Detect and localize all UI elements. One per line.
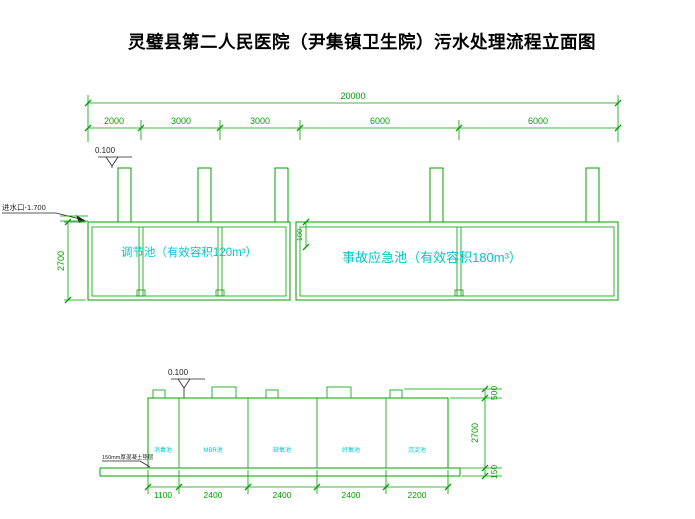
emergency-tank-label: 事故应急池（有效容积180m³） [342,250,522,265]
roof-riser [197,167,212,223]
segment-dimension: 3000 [250,116,270,126]
freeboard-dimension-value: 100 [295,229,304,242]
tank-top-hatches [152,386,403,399]
compartment-label: 好氧池 [342,446,360,454]
upper-elevation-marker: 0.100 [95,146,132,168]
depth-dimension-value: 2700 [56,251,66,271]
tank-outline [147,397,449,469]
elevation-symbol-icon [171,378,205,398]
inlet-label: 进水口-1.700 [2,202,46,212]
tank-outer-wall [87,221,291,301]
lower-elevation-marker: 0.100 [168,368,205,398]
bottom-dimension: 2400 [204,490,223,500]
inlet-leader-line [2,212,85,221]
elevation-value: 0.100 [95,146,116,155]
total-width-dimension: 20000 [340,91,365,101]
base-note-leader [102,460,151,468]
dimension-ticks [84,99,622,132]
dimension-ticks [144,483,452,491]
bottom-dimension: 2400 [273,490,292,500]
divider-footing [454,289,464,297]
compartment-label: 沉淀池 [408,446,426,454]
tank-inner-wall [91,226,287,297]
bottom-dimension: 2200 [408,490,427,500]
base-note-annotation: 150mm厚混凝土垫层 [102,453,154,468]
inlet-annotation: 进水口-1.700 [2,202,88,223]
hatch [389,389,403,399]
compartment-label: 消毒池 [154,446,172,454]
regulating-tank [87,221,291,301]
tank-depth-dimension: 2700 [56,218,86,304]
right-dimension: 500 [489,386,499,400]
tank-dividers [138,227,223,296]
dimension-ticks [481,385,489,480]
freeboard-dimension: 100 [295,218,310,251]
elevation-value: 0.100 [168,368,189,377]
segment-dimension: 6000 [528,116,548,126]
divider-footing [136,289,146,297]
dimension-ticks [302,218,310,251]
tank-dividers [456,227,462,296]
roof-riser [429,167,444,223]
dimension-extension-lines [147,470,449,494]
divider-footing [215,289,225,297]
dimension-ticks [64,218,72,304]
segment-dimension: 2000 [104,116,124,126]
bottom-dimension: 1100 [154,490,173,500]
drawing-title: 灵璧县第二人民医院（尹集镇卫生院）污水处理流程立面图 [128,32,596,52]
elevation-symbol-icon [98,156,132,168]
bottom-dimension-chain: 1100 2400 2400 2400 2200 [144,470,452,500]
right-dimension: 2700 [470,423,480,443]
dimension-extension-lines [87,95,619,142]
compartment-label: MBR池 [203,446,222,454]
hatch [211,386,237,399]
treatment-tank-body [147,397,449,469]
right-dimension-chain: 500 2700 150 [404,385,502,480]
right-dimension: 150 [489,465,499,479]
tank-outer-wall [295,221,619,301]
segment-dimension: 6000 [370,116,390,126]
dimension-lines [64,221,86,301]
dimension-extension-lines [404,388,502,477]
inlet-pipe [60,215,88,222]
hatch [265,389,279,399]
hatch [326,386,352,399]
segment-dimension: 3000 [171,116,191,126]
hatch [152,389,166,399]
compartment-label: 缺氧池 [273,446,291,454]
tank-roof-risers [117,167,600,223]
upper-dimension-chain: 20000 2000 3000 3000 6000 6000 [84,91,622,142]
roof-riser [585,167,600,223]
roof-riser [274,167,289,223]
base-slab [99,467,461,477]
bottom-dimension: 2400 [342,490,361,500]
base-note-label: 150mm厚混凝土垫层 [102,453,154,461]
regulating-tank-label: 调节池（有效容积120m³） [121,245,257,259]
emergency-tank [295,221,619,301]
roof-riser [117,167,132,223]
compartment-dividers [178,398,387,468]
